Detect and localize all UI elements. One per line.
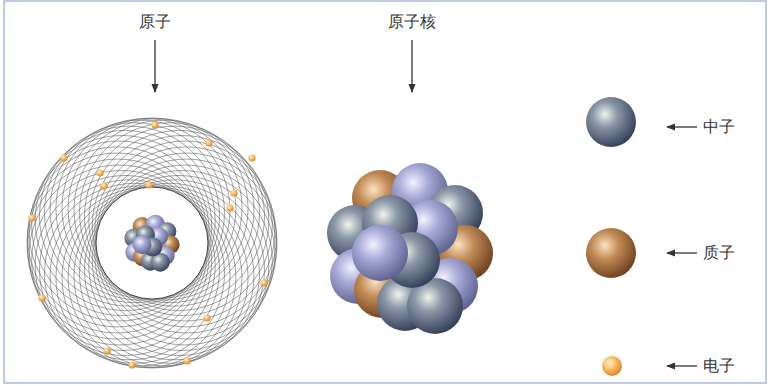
- electron-dot: [151, 121, 158, 128]
- orbit-ring: [40, 180, 220, 360]
- frame: [4, 1, 766, 383]
- electron-dot: [145, 181, 152, 188]
- electron-dot: [260, 279, 267, 286]
- pointer-arrow: [667, 252, 697, 253]
- orbit-ring: [32, 136, 212, 316]
- particle-samples: [586, 97, 636, 376]
- electron-dot: [60, 154, 67, 161]
- part-label: 原子: [139, 12, 171, 31]
- pointer-arrow: [411, 40, 412, 92]
- electron-dots: [28, 121, 267, 368]
- orbit-ring: [35, 131, 215, 311]
- orbit-ring: [89, 131, 269, 311]
- electron-dot: [100, 182, 107, 189]
- orbit-ring: [92, 136, 272, 316]
- orbit-ring: [96, 147, 276, 327]
- electron-dot: [38, 294, 45, 301]
- part-label: 中子: [703, 117, 735, 136]
- orbit-ring: [50, 120, 230, 300]
- orbit-ring: [40, 126, 220, 306]
- pointer-arrow: [154, 40, 155, 92]
- orbit-ring: [62, 118, 242, 298]
- orbit-ring: [80, 123, 260, 303]
- orbit-ring: [92, 171, 272, 351]
- orbit-ring: [80, 183, 260, 363]
- orbit-ring: [56, 119, 236, 299]
- electron-dot: [183, 357, 190, 364]
- electron-dot: [226, 204, 233, 211]
- orbit-ring: [32, 171, 212, 351]
- proton-ball: [586, 228, 636, 278]
- neutron-ball: [133, 235, 152, 254]
- part-label: 电子: [703, 356, 735, 375]
- orbit-ring: [28, 147, 208, 327]
- electron-orbits: [27, 118, 277, 368]
- pointer-arrow: [667, 126, 697, 127]
- electron-dot: [103, 347, 110, 354]
- orbit-ring: [95, 141, 275, 321]
- neutron-ball: [586, 97, 636, 147]
- electron-dot: [28, 214, 35, 221]
- inner-ring: [96, 187, 208, 299]
- electron-dot: [248, 154, 255, 161]
- neutron-ball: [352, 225, 408, 281]
- orbit-ring: [45, 123, 225, 303]
- large-nucleus: [327, 163, 493, 334]
- pointer-arrow: [667, 365, 697, 366]
- electron-dot: [602, 356, 622, 376]
- electron-dot: [128, 361, 135, 368]
- electron-dot: [203, 314, 210, 321]
- electron-dot: [96, 169, 103, 176]
- electron-dot: [205, 139, 212, 146]
- pointer-arrows: [155, 40, 697, 366]
- part-label: 原子核: [388, 12, 436, 31]
- small-nucleus: [124, 215, 179, 272]
- orbit-ring: [29, 165, 209, 345]
- orbit-ring: [74, 186, 254, 366]
- orbit-ring: [84, 126, 264, 306]
- orbit-ring: [68, 119, 248, 299]
- part-label: 质子: [703, 243, 735, 262]
- electron-dot: [230, 189, 237, 196]
- orbit-ring: [45, 183, 225, 363]
- orbit-ring: [28, 159, 208, 339]
